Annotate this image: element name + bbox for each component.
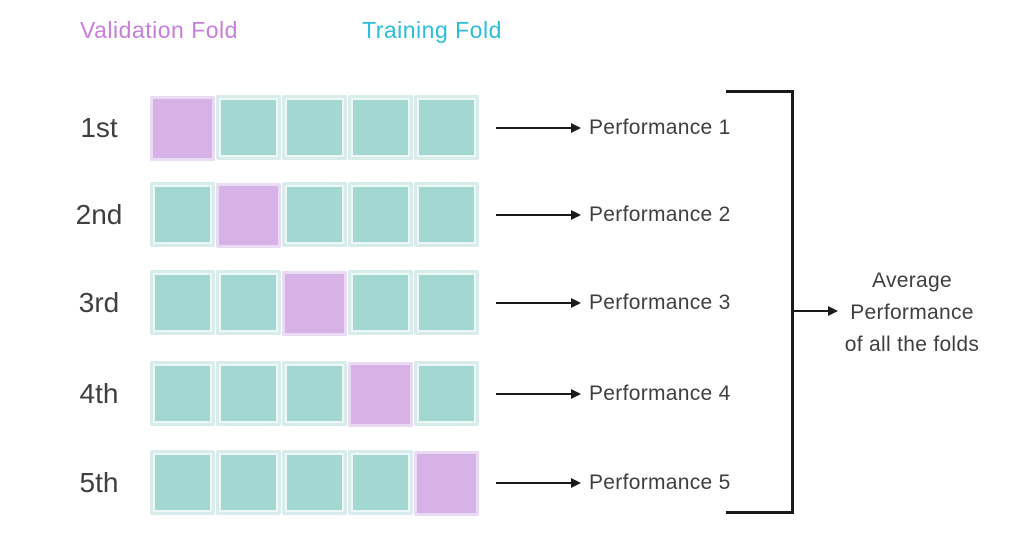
fold-row-1: 1st Performance 1 (0, 95, 1009, 161)
fold-cell-training (282, 182, 347, 247)
fold-row-5: 5th Performance 5 (0, 450, 1009, 516)
fold-cell-training (216, 95, 281, 160)
fold-row-label: 3rd (78, 286, 120, 318)
fold-row-3: 3rd Performance 3 (0, 270, 1009, 336)
legend-training-label: Training Fold (362, 17, 502, 43)
fold-cell-training (216, 361, 281, 426)
fold-cell-training (348, 182, 413, 247)
fold-cell-training (414, 270, 479, 335)
arrow-line (496, 301, 571, 304)
fold-cell-training (414, 361, 479, 426)
fold-cell-training (282, 361, 347, 426)
fold-cells (150, 95, 479, 161)
fold-cell-training (216, 450, 281, 515)
fold-cell-training (414, 95, 479, 160)
performance-label: Performance 5 (589, 470, 731, 494)
fold-cell-validation (414, 451, 479, 516)
fold-row-label: 2nd (75, 198, 123, 230)
performance-label: Performance 1 (589, 115, 731, 139)
summary-line: Average (872, 269, 952, 292)
arrow-line (794, 310, 828, 312)
arrow-head (571, 388, 581, 399)
performance-label: Performance 2 (589, 202, 731, 226)
fold-cells (150, 182, 479, 248)
fold-cell-validation (150, 96, 215, 161)
fold-cell-training (150, 270, 215, 335)
fold-row-2: 2nd Performance 2 (0, 182, 1009, 248)
fold-row-4: 4th Performance 4 (0, 361, 1009, 427)
arrow-right-icon (496, 270, 581, 335)
arrow-right-icon (496, 182, 581, 247)
bracket-top-line (726, 90, 794, 93)
summary-line: Performance (850, 301, 974, 324)
arrow-line (496, 481, 571, 484)
fold-cell-training (150, 361, 215, 426)
arrow-right-icon (496, 95, 581, 160)
fold-cell-training (348, 270, 413, 335)
performance-label: Performance 3 (589, 290, 731, 314)
fold-row-label: 1st (80, 111, 118, 143)
bracket-bottom-line (726, 511, 794, 514)
fold-cells (150, 270, 479, 336)
arrow-right-icon (496, 361, 581, 426)
fold-cell-training (348, 95, 413, 160)
arrow-right-icon (794, 303, 838, 319)
arrow-head (571, 209, 581, 220)
arrow-line (496, 126, 571, 129)
fold-cells (150, 361, 479, 427)
average-performance-text: Average Performance of all the folds (832, 265, 992, 361)
summary-line: of all the folds (844, 333, 980, 356)
fold-cell-training (282, 95, 347, 160)
bracket-vertical-line (791, 90, 794, 514)
arrow-line (496, 213, 571, 216)
fold-cell-validation (282, 271, 347, 336)
fold-cell-training (348, 450, 413, 515)
arrow-right-icon (496, 450, 581, 515)
fold-cell-training (150, 450, 215, 515)
arrow-head (571, 297, 581, 308)
performance-label: Performance 4 (589, 381, 731, 405)
fold-cell-validation (216, 183, 281, 248)
legend-validation-label: Validation Fold (80, 17, 238, 43)
fold-cell-validation (348, 362, 413, 427)
fold-cell-training (414, 182, 479, 247)
fold-cell-training (216, 270, 281, 335)
arrow-head (828, 306, 838, 316)
fold-row-label: 5th (79, 466, 119, 498)
arrow-head (571, 122, 581, 133)
fold-cell-training (150, 182, 215, 247)
arrow-line (496, 392, 571, 395)
arrow-head (571, 477, 581, 488)
fold-cells (150, 450, 479, 516)
fold-row-label: 4th (79, 377, 119, 409)
fold-cell-training (282, 450, 347, 515)
